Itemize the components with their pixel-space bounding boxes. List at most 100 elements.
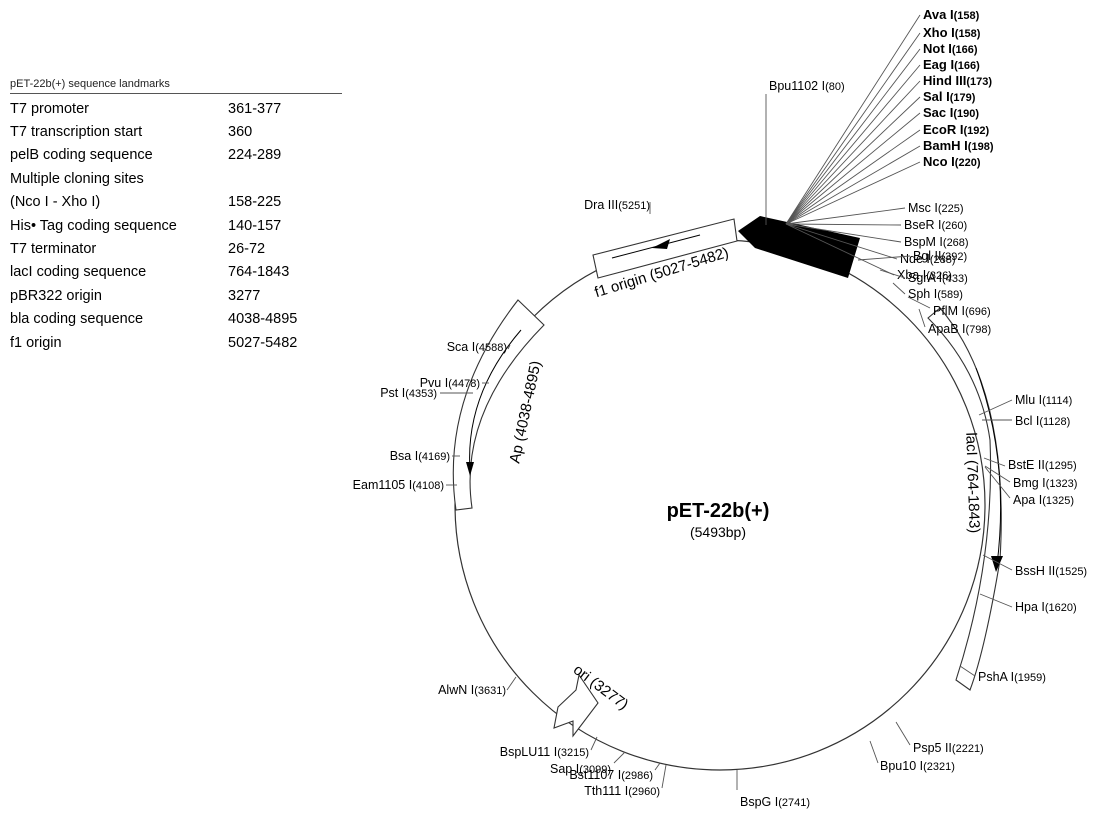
site-name: Bcl I [1015, 414, 1039, 428]
sequence-landmarks-panel: pET-22b(+) sequence landmarks T7 promote… [10, 78, 342, 354]
site-position: (80) [825, 81, 845, 93]
site-tick [979, 593, 1013, 608]
site-name: EcoR I [923, 122, 963, 137]
ap-arrow-line [469, 329, 522, 471]
site-position: (268) [943, 237, 969, 249]
site-position: (1295) [1045, 460, 1077, 472]
site-label: Bpu10 I(2321) [880, 759, 955, 773]
landmark-name: pBR322 origin [10, 287, 102, 304]
site-position: (2221) [952, 743, 984, 755]
site-name: Bpu10 I [880, 759, 923, 773]
cloning-site-label: Ava I(158) [923, 7, 980, 22]
site-position: (4353) [405, 388, 437, 400]
site-name: BspM I [904, 235, 943, 249]
site-name: Psp5 II [913, 741, 952, 755]
landmark-range: 26-72 [228, 241, 266, 258]
site-label: Eam1105 I(4108) [353, 478, 444, 492]
landmark-row: (Nco I - Xho I)158-225 [10, 191, 297, 214]
cloning-site-label: Sal I(179) [923, 89, 976, 104]
site-position: (288) [930, 254, 956, 266]
site-label: BstE II(1295) [1008, 458, 1077, 472]
site-tick [661, 764, 667, 789]
cloning-site-tick [785, 223, 898, 260]
site-position: (158) [955, 28, 981, 40]
site-tick [959, 665, 976, 677]
site-name: BstE II [1008, 458, 1045, 472]
landmark-name: T7 promoter [10, 100, 89, 117]
site-name: Nco I [923, 154, 955, 169]
site-label: Bmg I(1323) [1013, 476, 1077, 490]
site-label: BspG I(2741) [740, 795, 810, 809]
site-name: Bmg I [1013, 476, 1046, 490]
site-label: PflM I(696) [933, 304, 991, 318]
site-position: (1325) [1042, 495, 1074, 507]
landmark-range: 3277 [228, 287, 261, 304]
restriction-sites: Bpu1102 I(80)Bgl II(392)SgrA I(433)Sph I… [353, 79, 1087, 809]
site-label: Psp5 II(2221) [913, 741, 984, 755]
laci-label: lacI (764-1843) [962, 432, 983, 533]
site-position: (696) [965, 306, 991, 318]
site-name: Bsa I [390, 449, 419, 463]
ap-feature [452, 299, 545, 511]
landmark-name: pelB coding sequence [10, 147, 153, 164]
landmark-row: Multiple cloning sites [10, 167, 297, 190]
landmark-range: 4038-4895 [228, 311, 298, 328]
site-label: BspLU11 I(3215) [500, 745, 589, 759]
landmark-range: 224-289 [228, 147, 282, 164]
site-label: Sca I(4588) [447, 340, 507, 354]
site-tick [879, 269, 906, 279]
cloning-site-label: Eag I(166) [923, 57, 980, 72]
landmark-range: 764-1843 [228, 264, 290, 281]
site-name: Pvu I [420, 376, 449, 390]
site-position: (1959) [1014, 672, 1046, 684]
site-position: (225) [938, 203, 964, 215]
site-name: Not I [923, 41, 952, 56]
site-position: (1128) [1039, 416, 1070, 428]
site-position: (2321) [923, 761, 955, 773]
site-position: (2741) [778, 797, 810, 809]
site-position: (4169) [418, 451, 450, 463]
t7-promoter-arrow [738, 216, 860, 278]
site-name: AlwN I [438, 683, 474, 697]
plasmid-name: pET-22b(+) [667, 500, 770, 522]
site-position: (173) [966, 76, 992, 88]
site-label: Bst1107 I(2986) [569, 768, 653, 782]
site-position: (1323) [1046, 478, 1078, 490]
site-tick [654, 762, 661, 771]
site-label: Sap I(3099) [550, 762, 611, 776]
site-name: Dra III [584, 198, 618, 212]
cloning-site-tick [785, 223, 895, 276]
site-label: Bpu1102 I(80) [769, 79, 845, 93]
site-name: BamH I [923, 138, 968, 153]
site-tick [506, 676, 517, 691]
site-label: Sph I(589) [908, 287, 963, 301]
site-position: (3631) [474, 685, 506, 697]
site-tick [869, 740, 879, 764]
site-name: Sal I [923, 89, 950, 104]
site-tick [982, 554, 1013, 571]
cloning-site-label: EcoR I(192) [923, 122, 989, 137]
cloning-site-label: BseR I(260) [904, 218, 967, 232]
site-position: (260) [942, 220, 968, 232]
cloning-site-tick [785, 129, 921, 225]
landmark-name: His• Tag coding sequence [10, 217, 177, 234]
landmark-range: 361-377 [228, 100, 282, 117]
site-name: Nde I [900, 252, 930, 266]
cloning-site-tick [785, 145, 921, 225]
site-position: (1620) [1045, 602, 1077, 614]
landmark-name: bla coding sequence [10, 311, 144, 328]
landmark-row: T7 promoter 361-377 [10, 97, 297, 120]
site-position: (192) [963, 125, 989, 137]
site-name: Sap I [550, 762, 579, 776]
site-name: Xho I [923, 25, 955, 40]
site-name: BseR I [904, 218, 942, 232]
site-label: Pst I(4353) [380, 386, 437, 400]
site-tick [984, 466, 1011, 499]
site-label: Bsa I(4169) [390, 449, 450, 463]
site-position: (1525) [1055, 566, 1087, 578]
site-label: Hpa I(1620) [1015, 600, 1077, 614]
landmark-row: pBR322 origin 3277 [10, 284, 297, 307]
